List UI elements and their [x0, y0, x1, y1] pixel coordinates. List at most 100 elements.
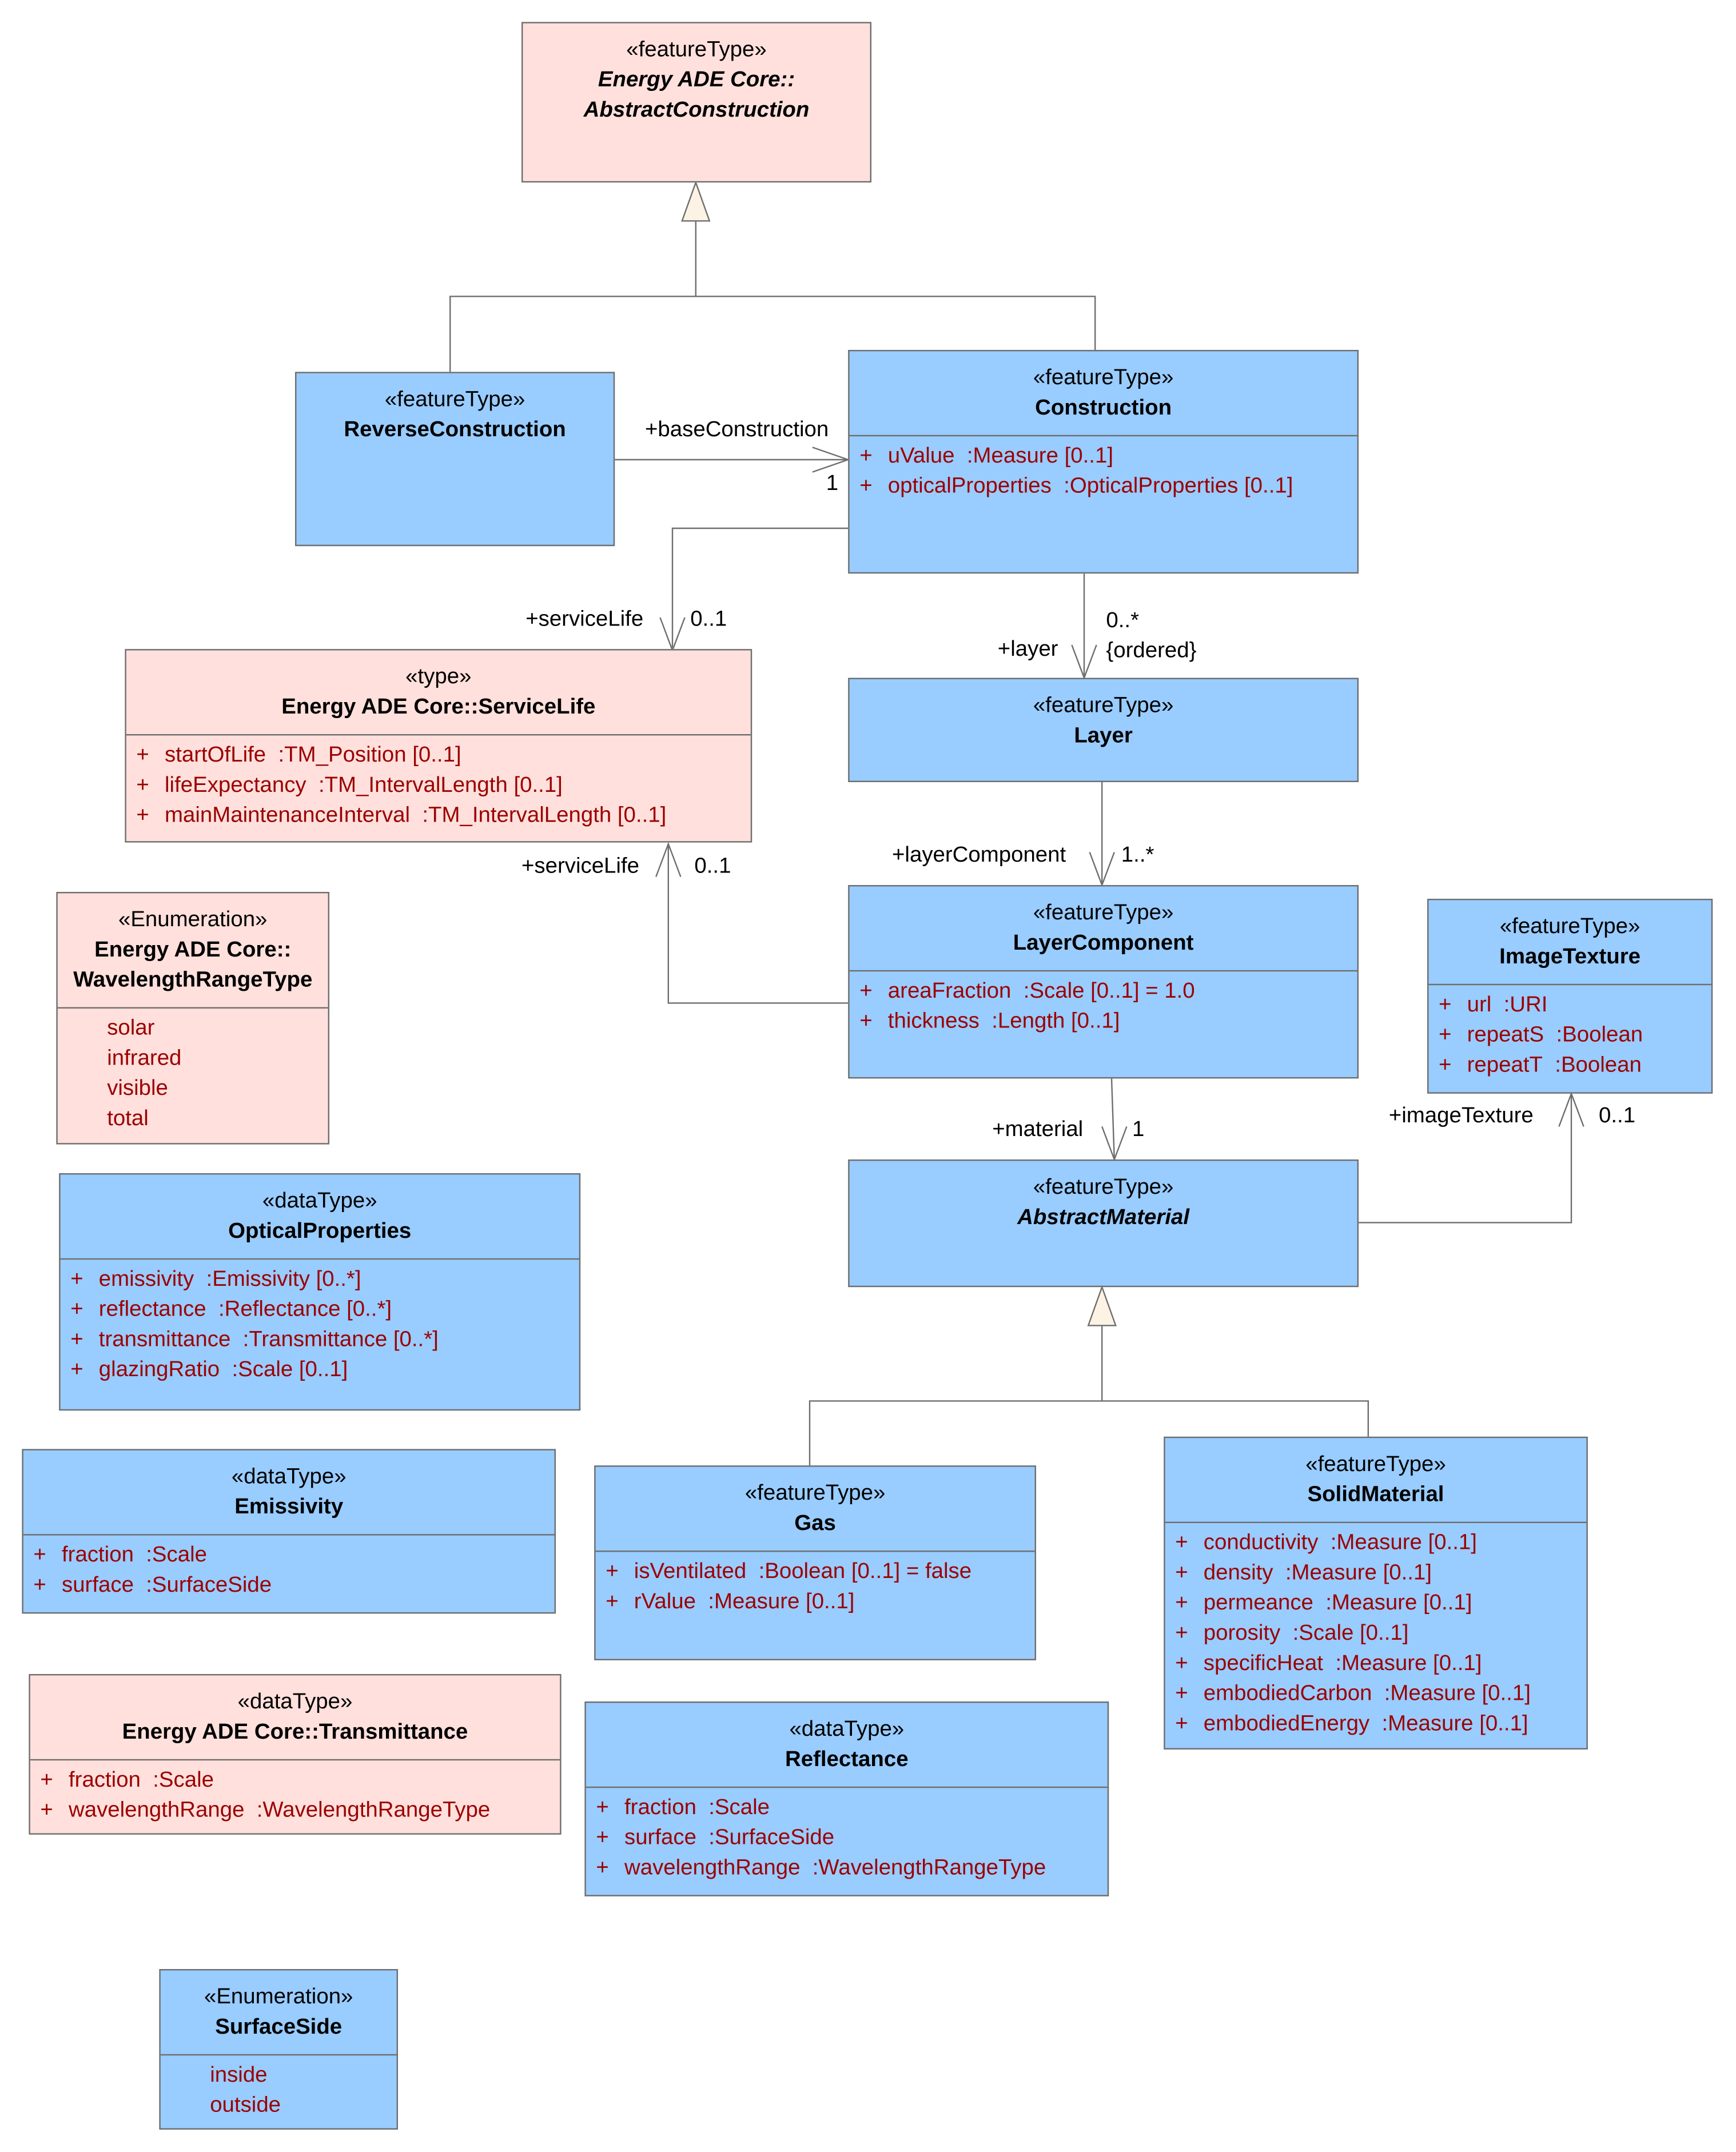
- stereotype: «featureType»: [1499, 915, 1641, 939]
- association-material: [1110, 1078, 1115, 1160]
- class-name: OpticalProperties: [228, 1220, 412, 1244]
- class-layer: «featureType» Layer: [848, 678, 1359, 782]
- class-name: AbstractConstruction: [583, 98, 810, 122]
- class-gas: «featureType» Gas +isVentilated :Boolean…: [594, 1465, 1037, 1660]
- class-name: WavelengthRangeType: [73, 969, 313, 993]
- role-base-construction: +baseConstruction: [645, 419, 829, 442]
- class-name: Reflectance: [785, 1748, 909, 1772]
- attribute-row: +startOfLife :TM_Position [0..1]: [136, 743, 461, 767]
- class-name: ReverseConstruction: [344, 419, 566, 442]
- generalization-arrowhead-abstract-construction: [681, 180, 711, 222]
- class-name: SurfaceSide: [215, 2015, 343, 2039]
- enum-literal: infrared: [107, 1047, 182, 1071]
- stereotype: «dataType»: [237, 1690, 353, 1714]
- role-material: +material: [992, 1118, 1084, 1142]
- attribute-row: +wavelengthRange :WavelengthRangeType: [596, 1856, 1046, 1880]
- attribute-row: +opticalProperties :OpticalProperties [0…: [859, 475, 1293, 499]
- stereotype: «Enumeration»: [204, 1985, 353, 2009]
- multiplicity-service-life-construction: 0..1: [690, 608, 727, 631]
- class-name: Energy ADE Core::: [94, 938, 292, 962]
- class-optical-properties: «dataType» OpticalProperties +emissivity…: [59, 1173, 581, 1411]
- role-service-life-component: +serviceLife: [521, 855, 639, 878]
- multiplicity-base-construction: 1: [826, 472, 839, 496]
- arrowhead-layer-component: [1089, 851, 1115, 887]
- class-solid-material: «featureType» SolidMaterial +conductivit…: [1164, 1436, 1588, 1750]
- attribute-row: +uValue :Measure [0..1]: [859, 444, 1114, 468]
- class-reverse-construction: «featureType» ReverseConstruction: [295, 372, 615, 547]
- multiplicity-service-life-component: 0..1: [694, 855, 731, 878]
- attribute-row: +conductivity :Measure [0..1]: [1175, 1531, 1477, 1555]
- attribute-row: +emissivity :Emissivity [0..*]: [70, 1268, 361, 1292]
- generalization-arrowhead-abstract-material: [1087, 1285, 1117, 1326]
- attribute-row: +wavelengthRange :WavelengthRangeType: [40, 1799, 491, 1823]
- attribute-row: +repeatT :Boolean: [1438, 1054, 1642, 1078]
- enum-literal: solar: [107, 1017, 155, 1041]
- association-service-life-component: [667, 844, 849, 1004]
- stereotype: «Enumeration»: [118, 908, 268, 932]
- attribute-row: +embodiedCarbon :Measure [0..1]: [1175, 1682, 1531, 1706]
- attribute-row: +fraction :Scale: [33, 1544, 207, 1567]
- enum-literal: inside: [210, 2063, 268, 2087]
- attribute-row: +thickness :Length [0..1]: [859, 1010, 1120, 1034]
- enum-wavelength-range-type: «Enumeration» Energy ADE Core:: Waveleng…: [56, 892, 330, 1145]
- generalization-edge-construction: [449, 296, 1096, 372]
- attribute-row: +fraction :Scale: [596, 1796, 770, 1820]
- attribute-row: +surface :SurfaceSide: [596, 1826, 835, 1850]
- class-name: Layer: [1074, 724, 1133, 748]
- class-image-texture: «featureType» ImageTexture +url :URI +re…: [1427, 899, 1713, 1094]
- class-emissivity: «dataType» Emissivity +fraction :Scale +…: [22, 1449, 556, 1614]
- role-image-texture: +imageTexture: [1388, 1105, 1534, 1128]
- class-service-life: «type» Energy ADE Core::ServiceLife +sta…: [125, 649, 752, 843]
- attribute-row: +permeance :Measure [0..1]: [1175, 1592, 1472, 1615]
- enum-surface-side: «Enumeration» SurfaceSide inside outside: [159, 1969, 398, 2130]
- attribute-row: +areaFraction :Scale [0..1] = 1.0: [859, 979, 1195, 1003]
- class-name: LayerComponent: [1013, 931, 1194, 955]
- class-construction: «featureType» Construction +uValue :Meas…: [848, 350, 1359, 574]
- attribute-row: +embodiedEnergy :Measure [0..1]: [1175, 1712, 1528, 1736]
- class-abstract-material: «featureType» AbstractMaterial: [848, 1159, 1359, 1288]
- stereotype: «dataType»: [262, 1189, 377, 1213]
- role-service-life-construction: +serviceLife: [525, 608, 644, 631]
- stereotype: «featureType»: [1305, 1453, 1446, 1477]
- class-layer-component: «featureType» LayerComponent +areaFracti…: [848, 885, 1359, 1079]
- stereotype: «featureType»: [384, 388, 525, 412]
- stereotype: «featureType»: [744, 1482, 886, 1505]
- arrowhead-layer: [1071, 644, 1097, 680]
- multiplicity-material: 1: [1132, 1118, 1145, 1142]
- class-abstract-construction: «featureType» Energy ADE Core:: Abstract…: [521, 22, 871, 183]
- association-service-life-construction: [671, 527, 849, 648]
- attribute-row: +repeatS :Boolean: [1438, 1023, 1643, 1047]
- class-reflectance: «dataType» Reflectance +fraction :Scale …: [584, 1701, 1109, 1896]
- class-name: Energy ADE Core::Transmittance: [122, 1720, 468, 1744]
- arrowhead-service-life-component: [655, 842, 682, 878]
- attribute-row: +mainMaintenanceInterval :TM_IntervalLen…: [136, 804, 667, 828]
- constraint-layer-ordered: {ordered}: [1106, 639, 1197, 663]
- attribute-row: +glazingRatio :Scale [0..1]: [70, 1358, 348, 1382]
- class-name: Construction: [1035, 396, 1172, 420]
- association-image-texture: [1359, 1093, 1572, 1224]
- enum-literal: total: [107, 1107, 149, 1131]
- role-layer: +layer: [997, 638, 1058, 661]
- class-name: SolidMaterial: [1307, 1483, 1444, 1507]
- attribute-row: +fraction :Scale: [40, 1768, 214, 1792]
- class-name: Energy ADE Core::ServiceLife: [281, 695, 596, 719]
- enum-literal: outside: [210, 2094, 281, 2118]
- attribute-row: +rValue :Measure [0..1]: [606, 1590, 855, 1614]
- attribute-row: +lifeExpectancy :TM_IntervalLength [0..1…: [136, 774, 563, 798]
- attribute-row: +surface :SurfaceSide: [33, 1573, 272, 1597]
- stereotype: «featureType»: [1033, 901, 1174, 925]
- stereotype: «featureType»: [1033, 366, 1174, 390]
- attribute-row: +specificHeat :Measure [0..1]: [1175, 1652, 1482, 1676]
- multiplicity-image-texture: 0..1: [1599, 1105, 1636, 1128]
- arrowhead-material: [1101, 1126, 1128, 1162]
- attribute-row: +transmittance :Transmittance [0..*]: [70, 1328, 439, 1352]
- role-layer-component: +layerComponent: [892, 844, 1066, 867]
- stereotype: «dataType»: [231, 1465, 347, 1489]
- attribute-row: +reflectance :Reflectance [0..*]: [70, 1298, 392, 1322]
- stereotype: «dataType»: [789, 1717, 905, 1741]
- class-name: Energy ADE Core::: [598, 69, 795, 92]
- enum-literal: visible: [107, 1077, 168, 1101]
- attribute-row: +density :Measure [0..1]: [1175, 1561, 1432, 1585]
